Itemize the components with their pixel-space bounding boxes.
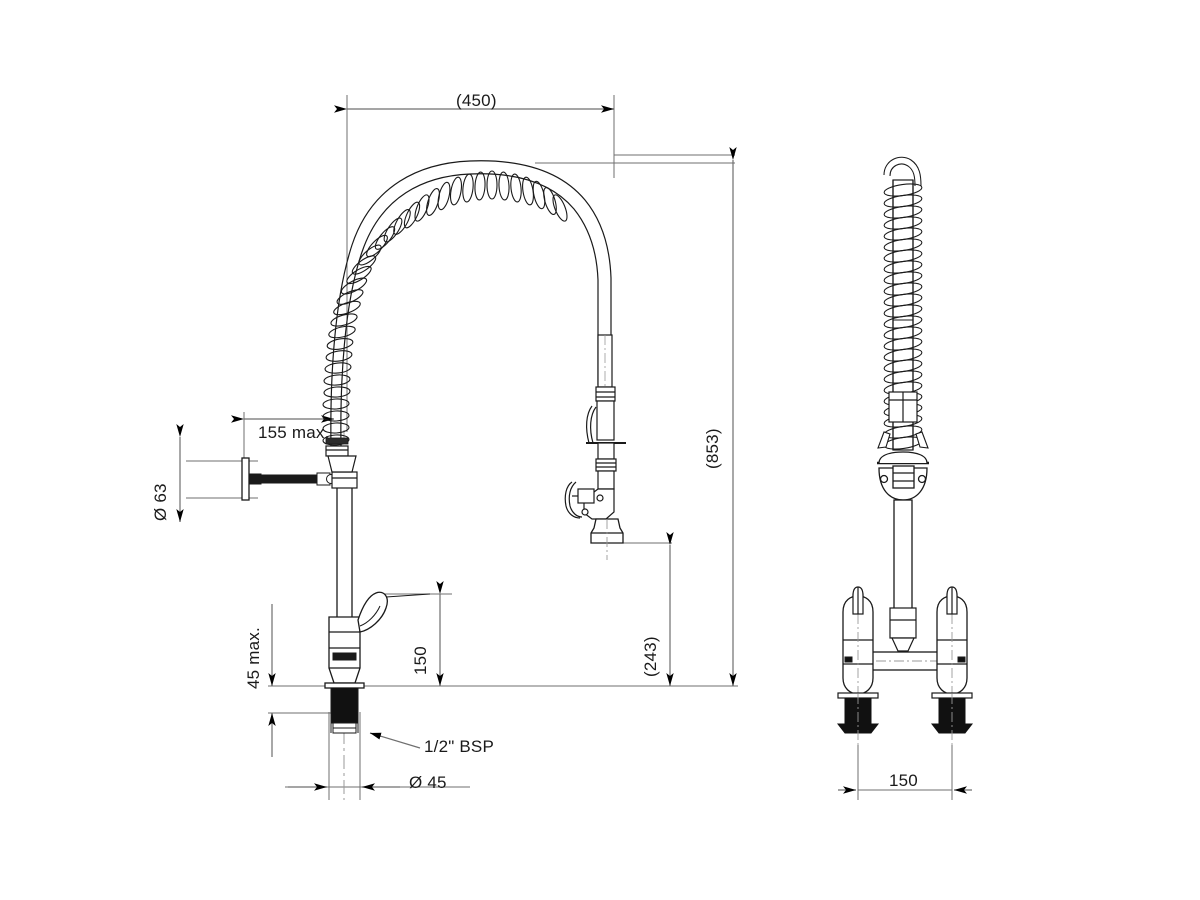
spray-gun-body-upper (596, 400, 615, 441)
spray-gun-trigger (564, 481, 615, 520)
side-guard-curve (878, 451, 928, 464)
base-escutcheon (324, 682, 365, 689)
dim-label-450: (450) (456, 91, 497, 110)
hose-lower-cuff (325, 445, 349, 457)
threaded-shank (330, 687, 359, 724)
riser-top-cone (327, 455, 357, 473)
shank-outline (330, 688, 359, 733)
hose-inner-tube-right (340, 173, 599, 448)
leader-bsp (369, 732, 421, 749)
side-index-right (957, 656, 966, 663)
side-riser-coupling (889, 607, 917, 639)
side-spray-head (878, 465, 928, 501)
spray-gun-guard-arm (586, 405, 593, 444)
dim-label-155-max: 155 max. (258, 423, 330, 442)
hose-inner-tube-left (330, 160, 612, 448)
dim-label-150-centres: 150 (889, 771, 918, 790)
shank-lock-nut (332, 722, 357, 734)
extension-lines (186, 95, 738, 800)
side-dimension-lines (838, 745, 972, 800)
dim-label-853: (853) (703, 428, 722, 469)
dim-label-dia-45: Ø 45 (409, 773, 447, 792)
dim-label-dia-63: Ø 63 (151, 483, 170, 521)
dim-label-150-handle: 150 (411, 646, 430, 675)
dim-label-bsp: 1/2" BSP (424, 737, 495, 756)
dim-label-243: (243) (641, 636, 660, 677)
side-index-left (844, 656, 853, 663)
dim-label-45-max: 45 max. (244, 627, 263, 689)
side-trigger-wings (877, 431, 929, 449)
side-shank-left-nut (836, 723, 880, 734)
dimension-lines (176, 105, 737, 791)
side-riser-tube (893, 499, 913, 613)
lever-handle (357, 591, 431, 633)
side-shank-right-nut (930, 723, 974, 734)
mixer-valve-body (328, 616, 361, 684)
brand-badge (332, 652, 357, 661)
riser-collar (331, 471, 358, 489)
wall-bracket-plate (241, 457, 250, 501)
side-elevation-view (836, 156, 974, 760)
riser-tube (336, 486, 353, 619)
wall-bracket-arm (248, 472, 336, 486)
spray-gun-guard-arm2 (590, 406, 597, 444)
spring-coil-hose (322, 170, 568, 446)
side-handle-right (946, 586, 958, 615)
side-spray-gun-body (888, 391, 918, 423)
side-valve-right (936, 595, 968, 695)
tube-coupling-nut (595, 386, 616, 402)
hose-cuff-band (325, 437, 349, 445)
side-handle-left (852, 586, 864, 615)
spray-gun-neck (595, 442, 617, 490)
spray-gun-supply-tube (597, 334, 613, 388)
front-elevation-view (241, 160, 626, 800)
side-spring-coil (883, 156, 922, 187)
side-riser-base (891, 637, 915, 652)
